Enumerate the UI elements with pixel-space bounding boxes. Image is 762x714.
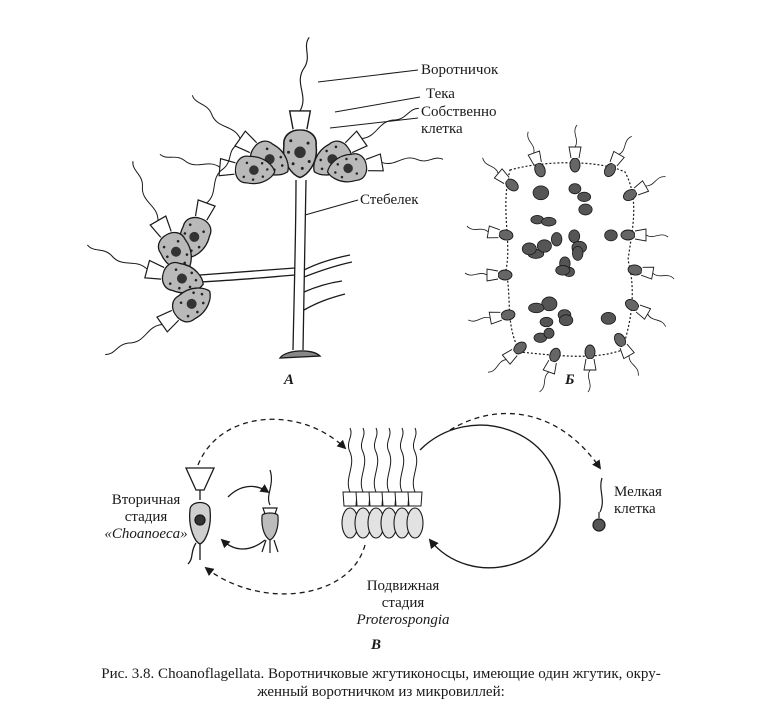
leader-stalk [304, 199, 359, 216]
label-motile-2: стадия [381, 595, 425, 611]
small-cell [592, 477, 606, 532]
colony-b-cell-body [572, 246, 584, 261]
colony-b-rim-cell [568, 124, 582, 173]
colony-b-rim-cell [466, 225, 514, 241]
leader-theca [334, 96, 421, 113]
colony-b-cell-body [604, 229, 618, 242]
label-theca: Тека [426, 86, 455, 102]
colony-a-cells [87, 36, 444, 356]
life-cycle [197, 412, 602, 595]
colony-b-rim-cell [583, 344, 597, 393]
colony-b-rim-cell [603, 135, 632, 178]
colony-b-cell-body [568, 183, 582, 195]
label-secondary-3: «Choanoeca» [104, 526, 188, 542]
colony-b-cell-body [578, 203, 593, 216]
branch-left [199, 267, 296, 283]
colony-b-cell-body [541, 296, 558, 312]
colony-b-cell-body [541, 216, 557, 227]
motile-cell [354, 427, 372, 539]
arrow-cell-to-secondary [220, 538, 266, 550]
label-secondary-1: Вторичная [111, 492, 181, 508]
colony-b-rim-cell [627, 264, 675, 280]
cell-left-upper [132, 161, 192, 272]
caption-line-1: Рис. 3.8. Choanoflagellata. Воротничковы… [101, 666, 661, 682]
colony-b-rim-cell [613, 332, 639, 376]
colony-b-cell-body [551, 232, 563, 247]
colony-b-cell-body [539, 316, 554, 328]
arrow-to-small-cell [449, 412, 602, 470]
branch-right-1 [303, 254, 353, 278]
leader-lines [304, 69, 421, 216]
branch-right-2 [303, 293, 346, 311]
free-cell [261, 469, 279, 553]
leader-collar [317, 69, 419, 83]
colony-b-cell-body [532, 185, 550, 201]
cell-top-far-right [326, 153, 444, 183]
colony-b-cell-body [600, 312, 617, 325]
label-cell-proper-1: Собственно [421, 104, 497, 120]
colony-b-cells [464, 124, 675, 393]
colony-b-rim-cell [620, 228, 669, 242]
stalk-base [278, 350, 322, 359]
motile-cycle-loop [419, 424, 561, 569]
motile-colony [341, 427, 424, 539]
colony-b-rim-cell [464, 268, 513, 282]
arrow-to-motile [197, 418, 347, 466]
leader-cell [329, 117, 419, 129]
label-motile-1: Подвижная [366, 578, 440, 594]
colony-b-rim-cell [482, 157, 519, 192]
colony-b-cell-body [521, 242, 537, 256]
motile-cell [380, 427, 398, 539]
motile-cell [393, 427, 411, 539]
label-cell-proper-2: клетка [421, 121, 463, 137]
motile-cell [367, 427, 385, 539]
colony-b-cell-body [528, 302, 545, 314]
caption-line-2: женный воротничком из микровиллей: [257, 684, 505, 700]
colony-b-rim-cell [488, 341, 527, 373]
arrow-secondary-to-cell [227, 484, 270, 498]
label-collar: Воротничок [421, 62, 499, 78]
colony-b-cell-body [577, 191, 592, 202]
arrow-to-secondary [204, 544, 366, 595]
cell-top-far-left [159, 153, 276, 185]
cell-left-middle [87, 244, 204, 294]
colony-b [464, 124, 675, 393]
colony-b-rim-cell [622, 176, 666, 202]
colony-b-cell-body [543, 327, 555, 339]
label-stalk: Стебелек [360, 192, 419, 208]
motile-cell [406, 427, 424, 539]
colony-b-cell-body [536, 239, 552, 253]
stalk-drawing [292, 179, 307, 351]
label-secondary-2: стадия [124, 509, 168, 525]
label-small-cell-2: клетка [614, 501, 656, 517]
colony-b-rim-cell [527, 131, 546, 178]
secondary-stage-cell [184, 467, 216, 565]
colony-b-rim-cell [468, 309, 516, 325]
colony-b-rim-cell [624, 298, 667, 327]
panel-label-a: А [284, 372, 295, 388]
branch-right-3 [303, 280, 343, 293]
colony-b-cell-body [555, 265, 571, 276]
colony-b-cell-body [558, 314, 574, 327]
panel-label-c: В [371, 637, 382, 653]
panel-label-b: Б [565, 372, 575, 388]
cell-top-center [282, 36, 318, 179]
colony-b-cell-body [568, 229, 581, 243]
label-motile-3: Proterospongia [356, 612, 450, 628]
label-small-cell-1: Мелкая [614, 484, 662, 500]
colony-a [199, 179, 353, 359]
cell-left-lower [105, 287, 211, 356]
colony-b-rim-cell [539, 347, 561, 393]
